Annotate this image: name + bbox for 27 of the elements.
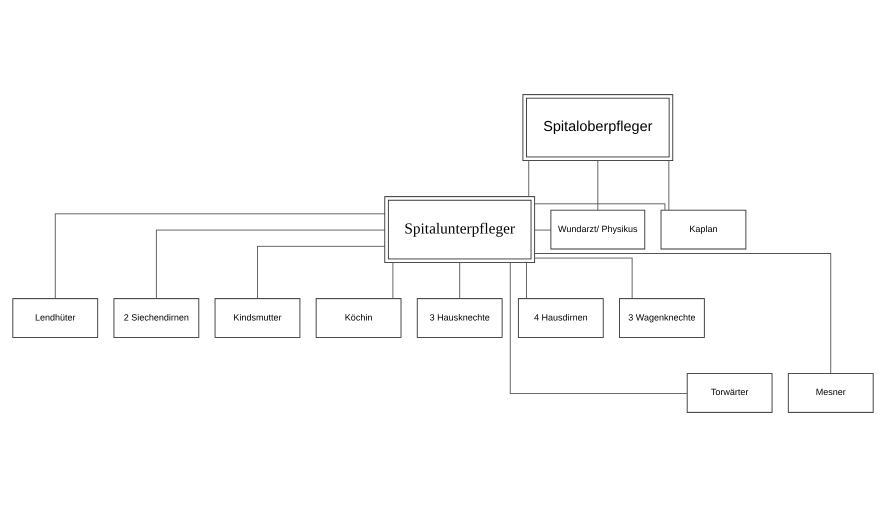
connector <box>510 262 688 394</box>
connector <box>459 262 460 299</box>
node-box: Kaplan <box>660 209 746 249</box>
node-box: 2 Siechendirnen <box>113 298 200 338</box>
node-box: Kindsmutter <box>214 298 300 338</box>
connector <box>257 245 386 298</box>
connector <box>534 257 633 298</box>
connector <box>54 212 386 298</box>
connector <box>156 229 386 298</box>
connector <box>534 252 832 374</box>
connector <box>597 160 598 210</box>
connector <box>526 262 527 299</box>
node-box: Torwärter <box>686 372 773 412</box>
connector <box>392 262 394 299</box>
node-box: Köchin <box>316 298 402 338</box>
node-box: Spitalunterpfleger <box>384 196 536 262</box>
connector <box>528 160 530 197</box>
node-box: Mesner <box>788 372 874 412</box>
node-box: Wundarzt/ Physikus <box>550 209 646 249</box>
node-box: Spitaloberpfleger <box>522 94 674 160</box>
node-box: 3 Wagenknechte <box>619 298 705 338</box>
connector <box>534 229 552 230</box>
node-box: Lendhüter <box>12 298 98 338</box>
connector <box>668 160 670 210</box>
node-box: 4 Hausdirnen <box>518 298 604 338</box>
connector <box>534 202 666 210</box>
node-box: 3 Hausknechte <box>416 298 503 338</box>
